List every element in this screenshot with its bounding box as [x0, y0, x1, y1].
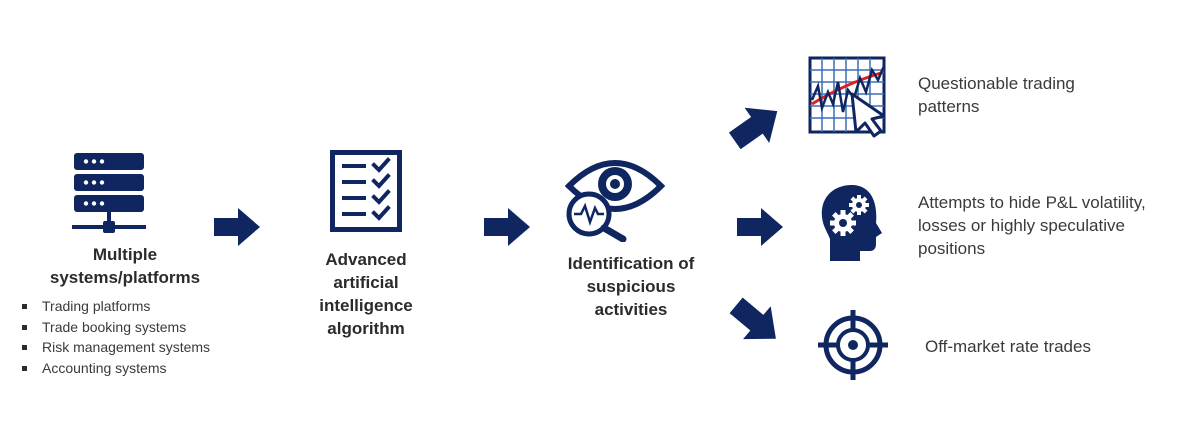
outcome-label-line: patterns: [918, 97, 980, 116]
stage2-title: Advanced artificial intelligence algorit…: [295, 248, 437, 340]
arrow-down-right-icon: [729, 296, 782, 348]
outcome-label: Attempts to hide P&L volatility, losses …: [918, 191, 1146, 260]
arrow-up-right-icon: [728, 100, 782, 152]
arrow-right-icon: [737, 208, 783, 246]
trading-chart-icon: [808, 56, 892, 140]
stage1-title: Multiple systems/platforms: [40, 243, 210, 289]
head-gears-icon: [818, 183, 890, 263]
outcome-label-line: Attempts to hide P&L volatility,: [918, 193, 1146, 212]
list-item: Accounting systems: [20, 358, 210, 379]
outcome-label-line: positions: [918, 239, 986, 258]
outcome-label-line: losses or highly speculative: [918, 216, 1125, 235]
list-item: Trade booking systems: [20, 317, 210, 338]
outcome-label-line: Off-market rate trades: [925, 337, 1091, 356]
stage2-title-line: artificial: [333, 273, 399, 292]
list-item: Trading platforms: [20, 296, 210, 317]
server-icon: [72, 153, 146, 235]
list-item: Risk management systems: [20, 337, 210, 358]
arrow-right-icon: [484, 208, 530, 246]
checklist-icon: [330, 150, 402, 232]
outcome-label-line: Questionable trading: [918, 74, 1075, 93]
stage1-title-line: Multiple: [92, 245, 158, 264]
stage3-title-line: Identification of: [567, 254, 695, 273]
stage3-title: Identification of suspicious activities: [552, 252, 710, 321]
stage1-title-line: systems/platforms: [49, 268, 201, 287]
arrow-right-icon: [214, 208, 260, 246]
stage3-title-line: suspicious: [586, 277, 676, 296]
stage1-systems-list: Trading platforms Trade booking systems …: [20, 296, 210, 378]
stage3-title-line: activities: [594, 300, 668, 319]
outcome-label: Questionable trading patterns: [918, 72, 1075, 118]
outcome-label: Off-market rate trades: [925, 335, 1091, 358]
stage2-title-line: Advanced: [325, 250, 407, 269]
target-icon: [818, 310, 888, 380]
stage2-title-line: algorithm: [327, 319, 405, 338]
eye-magnifier-icon: [565, 152, 665, 242]
stage2-title-line: intelligence: [319, 296, 413, 315]
